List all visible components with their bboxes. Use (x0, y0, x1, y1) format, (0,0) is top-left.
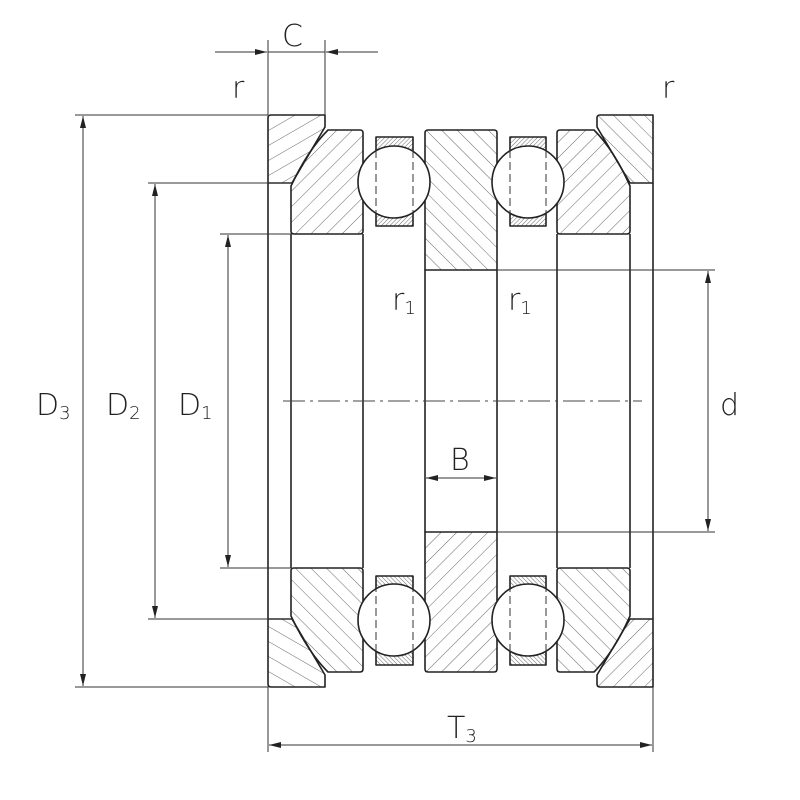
label-D1: D1 (178, 388, 213, 424)
bearing-section-top (267, 114, 654, 271)
label-r-left: r (232, 71, 245, 106)
ball-right (491, 145, 565, 219)
seat-washer-left (290, 129, 364, 235)
label-B: B (450, 443, 470, 478)
housing-washer-right (596, 114, 654, 184)
label-D3: D3 (36, 388, 71, 424)
label-d: d (720, 388, 739, 423)
shaft-washer (424, 129, 498, 271)
extension-lines (75, 40, 715, 752)
bearing-section-bottom (267, 531, 654, 688)
housing-washer-left (267, 114, 326, 184)
label-r1-right: r1 (508, 283, 532, 319)
seat-washer-right (556, 129, 631, 235)
label-r1-left: r1 (392, 283, 416, 319)
ball-left (357, 145, 431, 219)
label-C: C (282, 19, 303, 54)
cage-hidden-lines (375, 150, 547, 214)
label-D2: D2 (106, 388, 141, 424)
label-r-right: r (662, 71, 675, 106)
label-T3: T3 (447, 711, 477, 747)
